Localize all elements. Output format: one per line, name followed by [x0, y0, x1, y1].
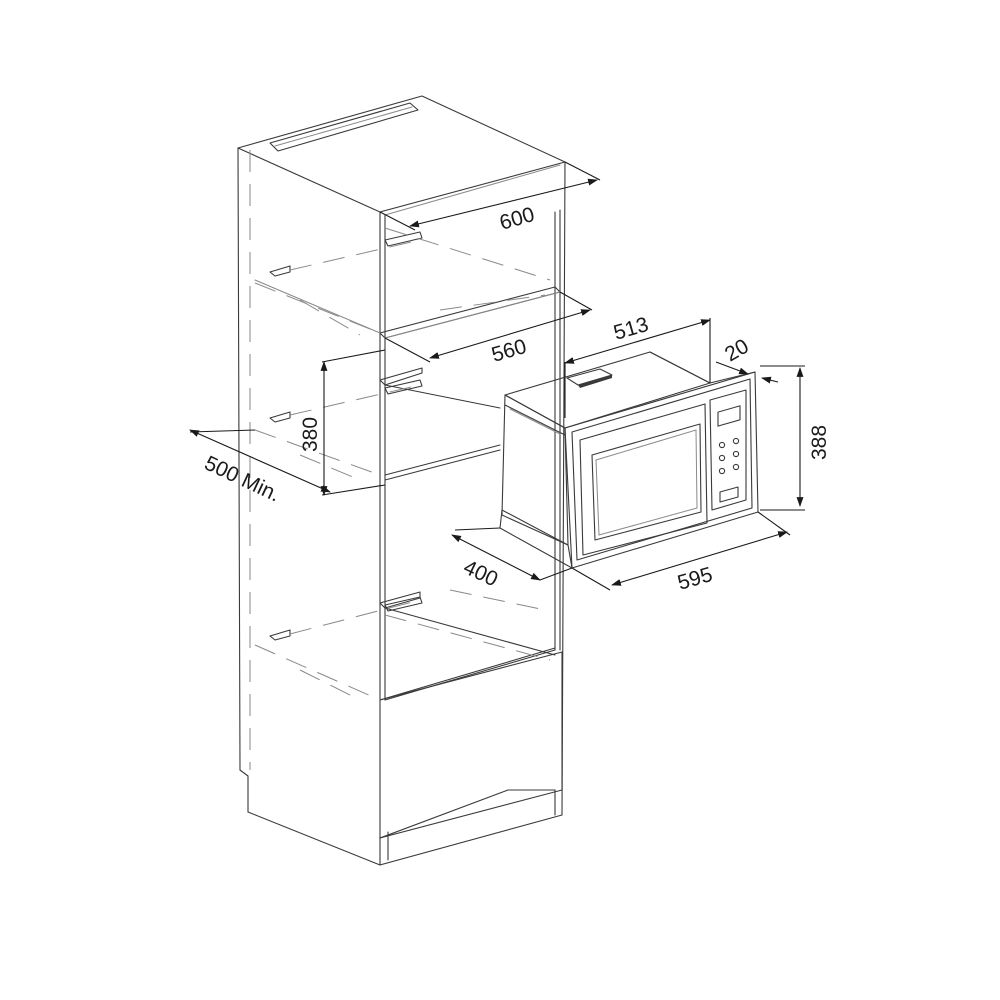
built-in-microwave: [499, 351, 759, 569]
label-400: 400: [460, 556, 501, 592]
dimension-labels: 600 560 500 Min. 380 513 20 388 595 400: [201, 203, 831, 595]
label-380: 380: [299, 417, 322, 452]
label-513: 513: [611, 313, 651, 345]
label-600: 600: [497, 203, 537, 235]
dimension-lines: [189, 161, 805, 591]
label-500-min: 500 Min.: [201, 452, 284, 507]
label-20: 20: [721, 335, 753, 367]
label-560: 560: [489, 335, 529, 367]
label-595: 595: [675, 563, 715, 595]
label-388: 388: [808, 425, 831, 460]
